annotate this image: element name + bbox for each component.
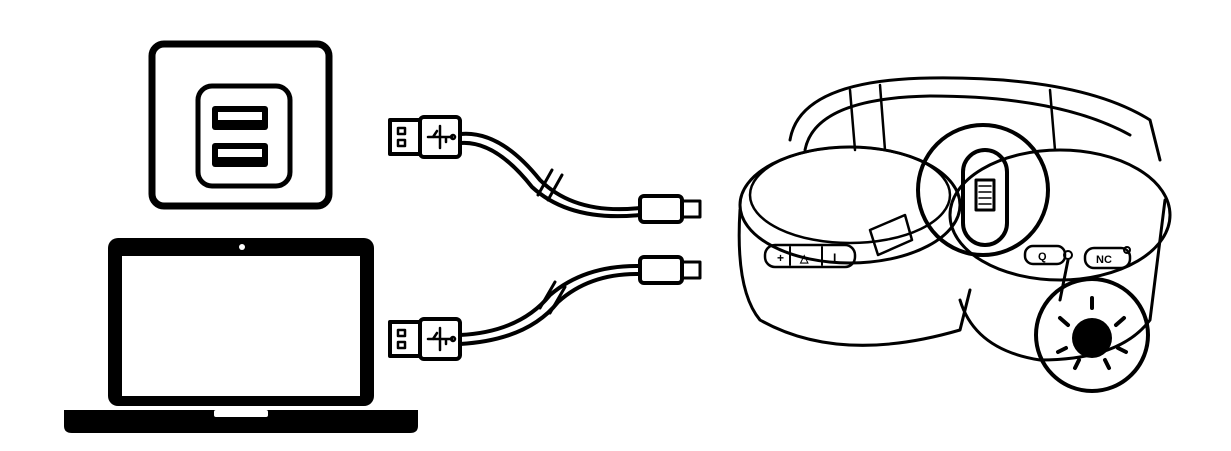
wall-usb-charger: [148, 40, 333, 210]
led-callout: [1034, 258, 1150, 393]
laptop: [64, 238, 418, 433]
q-button[interactable]: Q: [1038, 251, 1047, 263]
headphones: + △ I Q NC: [737, 76, 1172, 393]
port-callout: [916, 123, 1050, 257]
nc-button[interactable]: NC: [1096, 254, 1112, 266]
usb-icon: [426, 124, 457, 150]
usb-cable-top: [388, 115, 702, 224]
micro-usb-icon: [974, 178, 996, 212]
usb-cable-bottom: [388, 255, 702, 361]
usb-port-top: [212, 106, 268, 130]
led-light-icon: [1072, 318, 1112, 358]
power-button[interactable]: I: [833, 251, 836, 265]
right-button-strip: Q NC: [1023, 244, 1132, 270]
webcam-icon: [239, 244, 245, 250]
usb-icon: [426, 326, 457, 352]
micro-usb-port: [868, 213, 914, 257]
usb-port-bottom: [212, 143, 268, 167]
play-button[interactable]: △: [799, 253, 809, 265]
volume-up-button[interactable]: +: [777, 251, 784, 265]
left-button-strip: + △ I: [763, 243, 857, 269]
